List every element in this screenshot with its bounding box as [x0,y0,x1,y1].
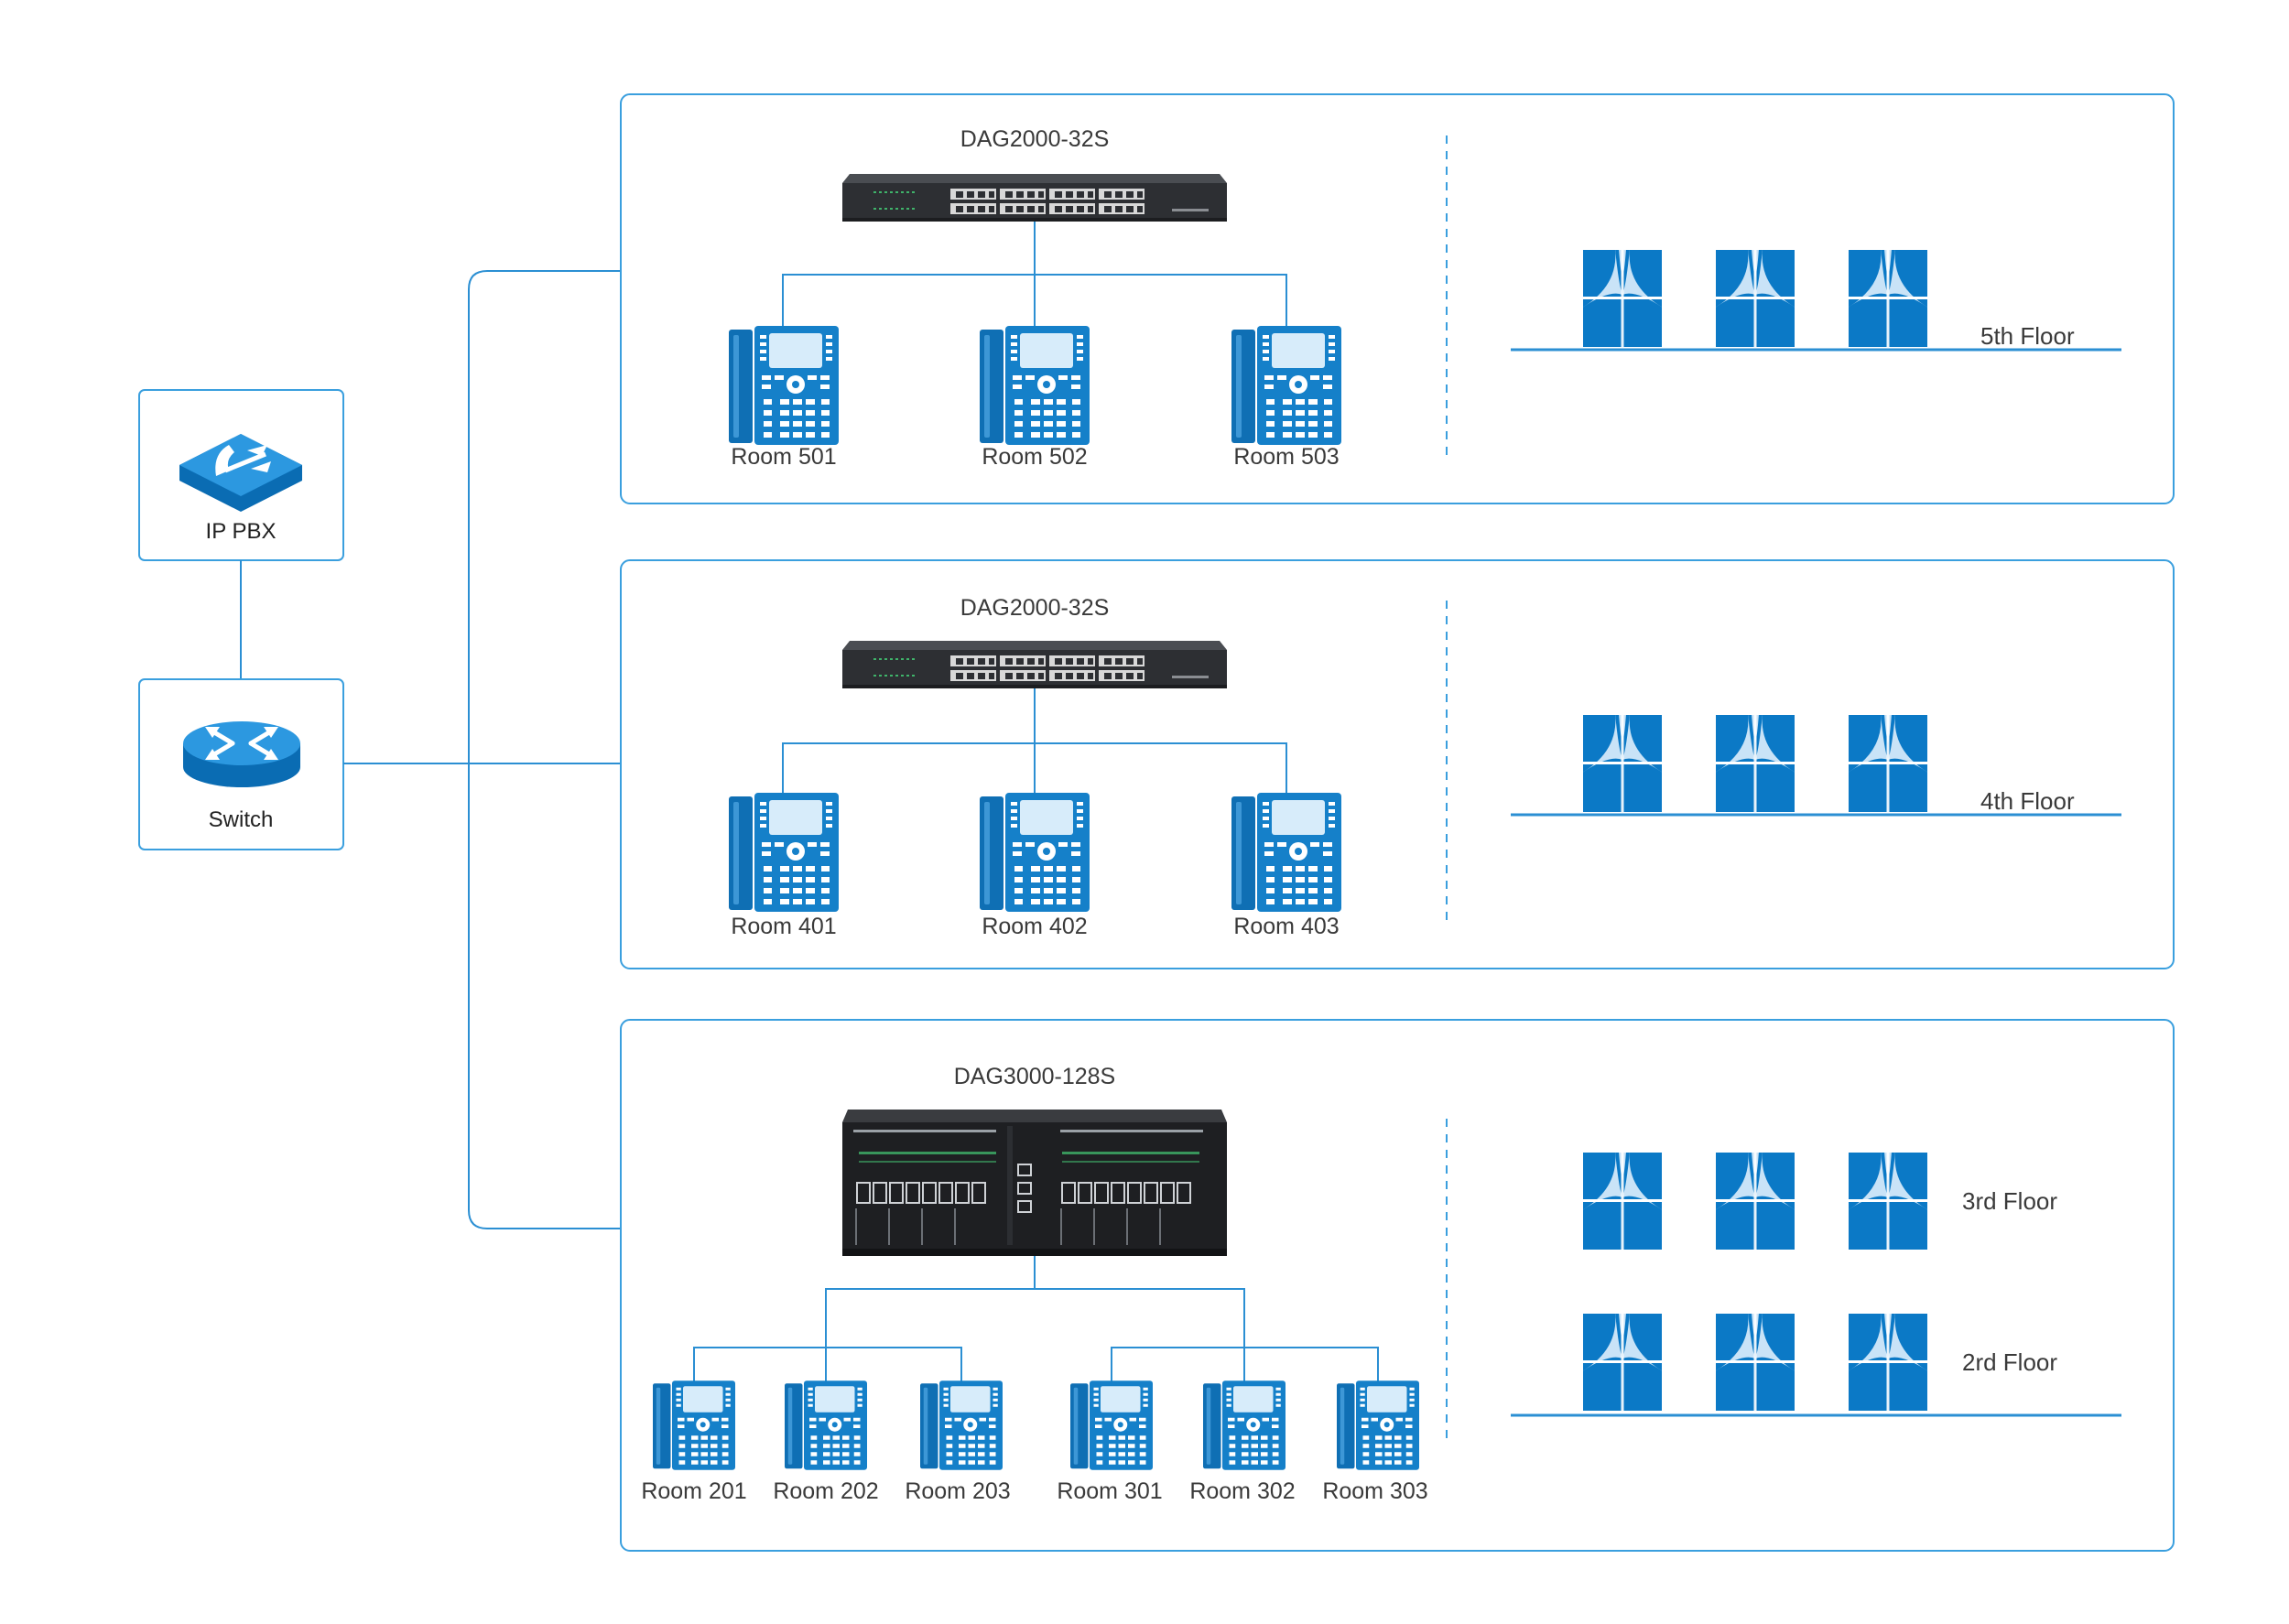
floor-label: 2rd Floor [1962,1348,2057,1376]
panel-5th-floor: DAG2000-32S Room 501 Room 502 Room 503 5… [620,93,2175,504]
gateway-model-label: DAG3000-128S [954,1064,1116,1089]
room-label: Room 303 [1322,1478,1427,1504]
switch-label: Switch [209,807,274,832]
room-label: Room 203 [905,1478,1010,1504]
window-icon [1582,714,1663,813]
room-label: Room 501 [731,444,836,470]
panel-2nd-3rd-floor: DAG3000-128S Room 201 Room 202 Room 203 … [620,1019,2175,1552]
room-label: Room 502 [982,444,1087,470]
panel-frame [620,93,2175,504]
window-icon [1582,249,1663,348]
gateway-1u-icon [842,174,1227,222]
ip-pbx-icon [179,434,302,512]
room-label: Room 302 [1189,1478,1295,1504]
room-label: Room 201 [641,1478,746,1504]
ip-phone-icon[interactable] [1231,326,1341,445]
floor-label: 4th Floor [1980,787,2075,815]
window-icon [1848,1152,1928,1250]
phone-links [782,688,1287,795]
gateway-model-label: DAG2000-32S [960,595,1110,621]
gateway-model-label: DAG2000-32S [960,126,1110,152]
room-label: Room 402 [982,914,1087,939]
ip-phone-icon[interactable] [980,793,1090,912]
window-icon [1848,1313,1928,1412]
window-icon [1848,249,1928,348]
window-icon [1582,1152,1663,1250]
ip-phone-icon[interactable] [920,1380,1003,1470]
ip-pbx-node[interactable]: IP PBX [138,389,344,561]
room-label: Room 202 [773,1478,878,1504]
panel-frame [620,1019,2175,1552]
ip-phone-icon[interactable] [729,793,839,912]
ip-phone-icon[interactable] [1337,1380,1419,1470]
panel-frame [620,559,2175,969]
ip-pbx-label: IP PBX [206,519,277,544]
trunk-to-panel-1 [468,270,621,1229]
floor-label: 3rd Floor [1962,1187,2057,1215]
switch-icon [183,721,300,787]
window-icon [1715,249,1795,348]
window-icon [1715,714,1795,813]
window-icon [1715,1152,1795,1250]
switch-node[interactable]: Switch [138,678,344,850]
ip-phone-icon[interactable] [785,1380,867,1470]
floor-label: 5th Floor [1980,322,2075,350]
phone-links [693,1256,1379,1384]
ip-phone-icon[interactable] [653,1380,735,1470]
ip-phone-icon[interactable] [729,326,839,445]
ip-phone-icon[interactable] [1070,1380,1153,1470]
window-icon [1715,1313,1795,1412]
phone-links [782,222,1287,328]
ip-phone-icon[interactable] [980,326,1090,445]
room-label: Room 403 [1233,914,1339,939]
room-label: Room 503 [1233,444,1339,470]
panel-4th-floor: DAG2000-32S Room 401 Room 402 Room 403 4… [620,559,2175,969]
window-icon [1582,1313,1663,1412]
window-icon [1848,714,1928,813]
gateway-chassis-icon [842,1110,1227,1256]
room-label: Room 401 [731,914,836,939]
ip-phone-icon[interactable] [1231,793,1341,912]
room-label: Room 301 [1057,1478,1162,1504]
trunk-links [343,270,621,1229]
gateway-1u-icon [842,641,1227,688]
ip-phone-icon[interactable] [1203,1380,1286,1470]
